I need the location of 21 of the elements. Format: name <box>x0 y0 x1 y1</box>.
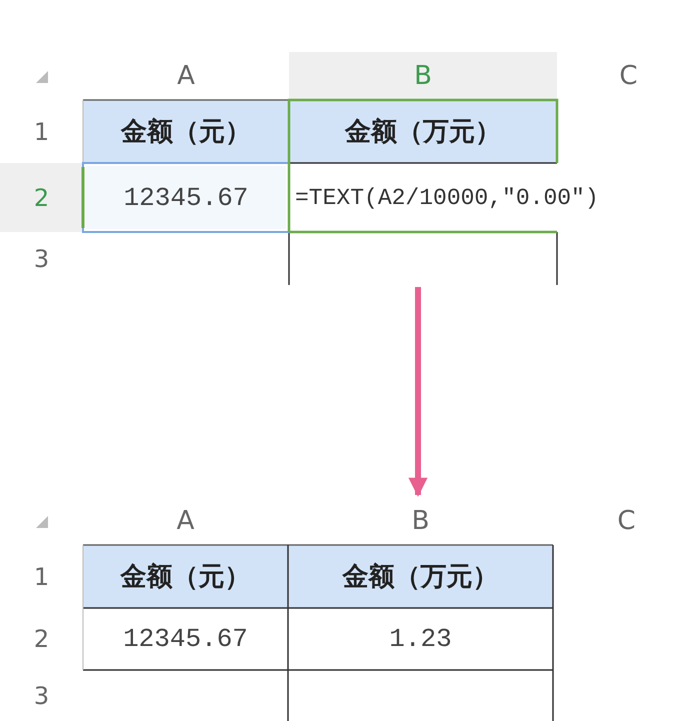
table-cell-text: 12345.67 <box>122 623 249 656</box>
table-cell-text: 金额（万元） <box>341 561 500 594</box>
row-header: 1 <box>32 116 50 148</box>
row-header: 3 <box>32 244 50 274</box>
column-header: C <box>618 60 639 93</box>
column-header: A <box>176 60 196 93</box>
arrow <box>408 287 428 497</box>
column-header: B <box>410 505 430 538</box>
table-cell-text: 1.23 <box>388 623 453 656</box>
table-cell-text: =TEXT(A2/10000,"0.00") <box>295 184 600 212</box>
table-cell-text: 金额（万元） <box>344 116 502 149</box>
table-cell-text: 金额（元） <box>119 561 252 594</box>
column-header: B <box>413 60 433 93</box>
column-header: C <box>616 505 637 538</box>
row-header: 3 <box>32 680 50 712</box>
column-header: A <box>176 505 196 538</box>
row-header: 1 <box>32 562 50 592</box>
table-cell-text: 金额（元） <box>120 116 252 149</box>
row-header: 2 <box>32 624 50 655</box>
row-header: 2 <box>32 182 50 214</box>
table-cell-text: 12345.67 <box>122 182 250 214</box>
